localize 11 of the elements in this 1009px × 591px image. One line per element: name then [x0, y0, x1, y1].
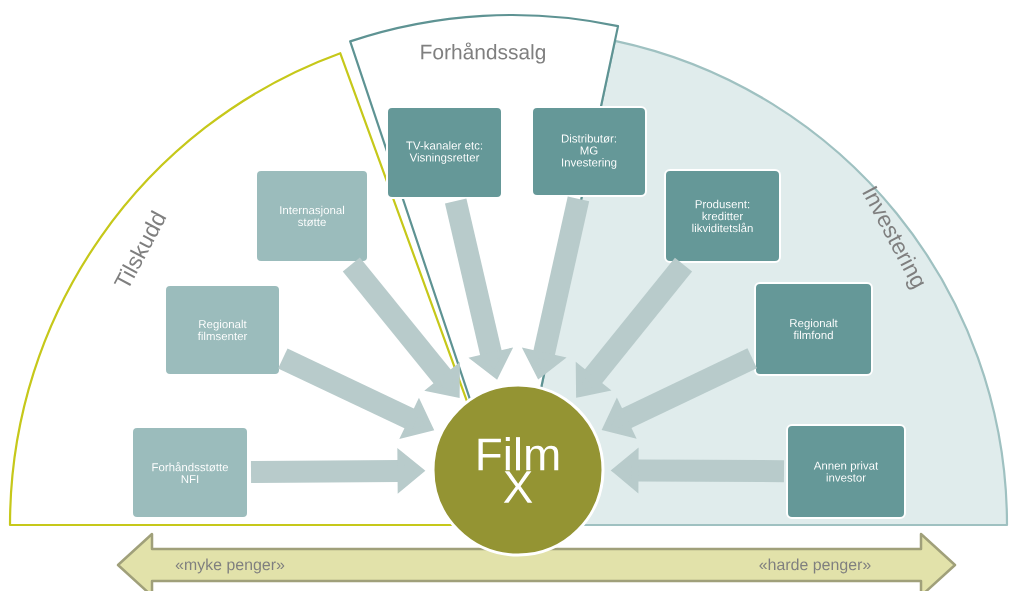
source-box: Distributør: MG Investering	[531, 106, 647, 197]
source-box: Internasjonal støtte	[255, 169, 369, 263]
scale-label: «harde penger»	[759, 558, 871, 574]
source-box: TV-kanaler etc: Visningsretter	[386, 106, 503, 199]
source-box: Regionalt filmfond	[754, 282, 873, 376]
source-box: Produsent: kreditter likviditetslån	[664, 169, 781, 263]
scale-label: «myke penger»	[175, 558, 285, 574]
source-box: Forhåndsstøtte NFI	[131, 426, 249, 519]
source-box: Annen privat investor	[786, 424, 906, 519]
block-arrow	[575, 257, 693, 398]
source-box: Regionalt filmsenter	[164, 284, 281, 376]
